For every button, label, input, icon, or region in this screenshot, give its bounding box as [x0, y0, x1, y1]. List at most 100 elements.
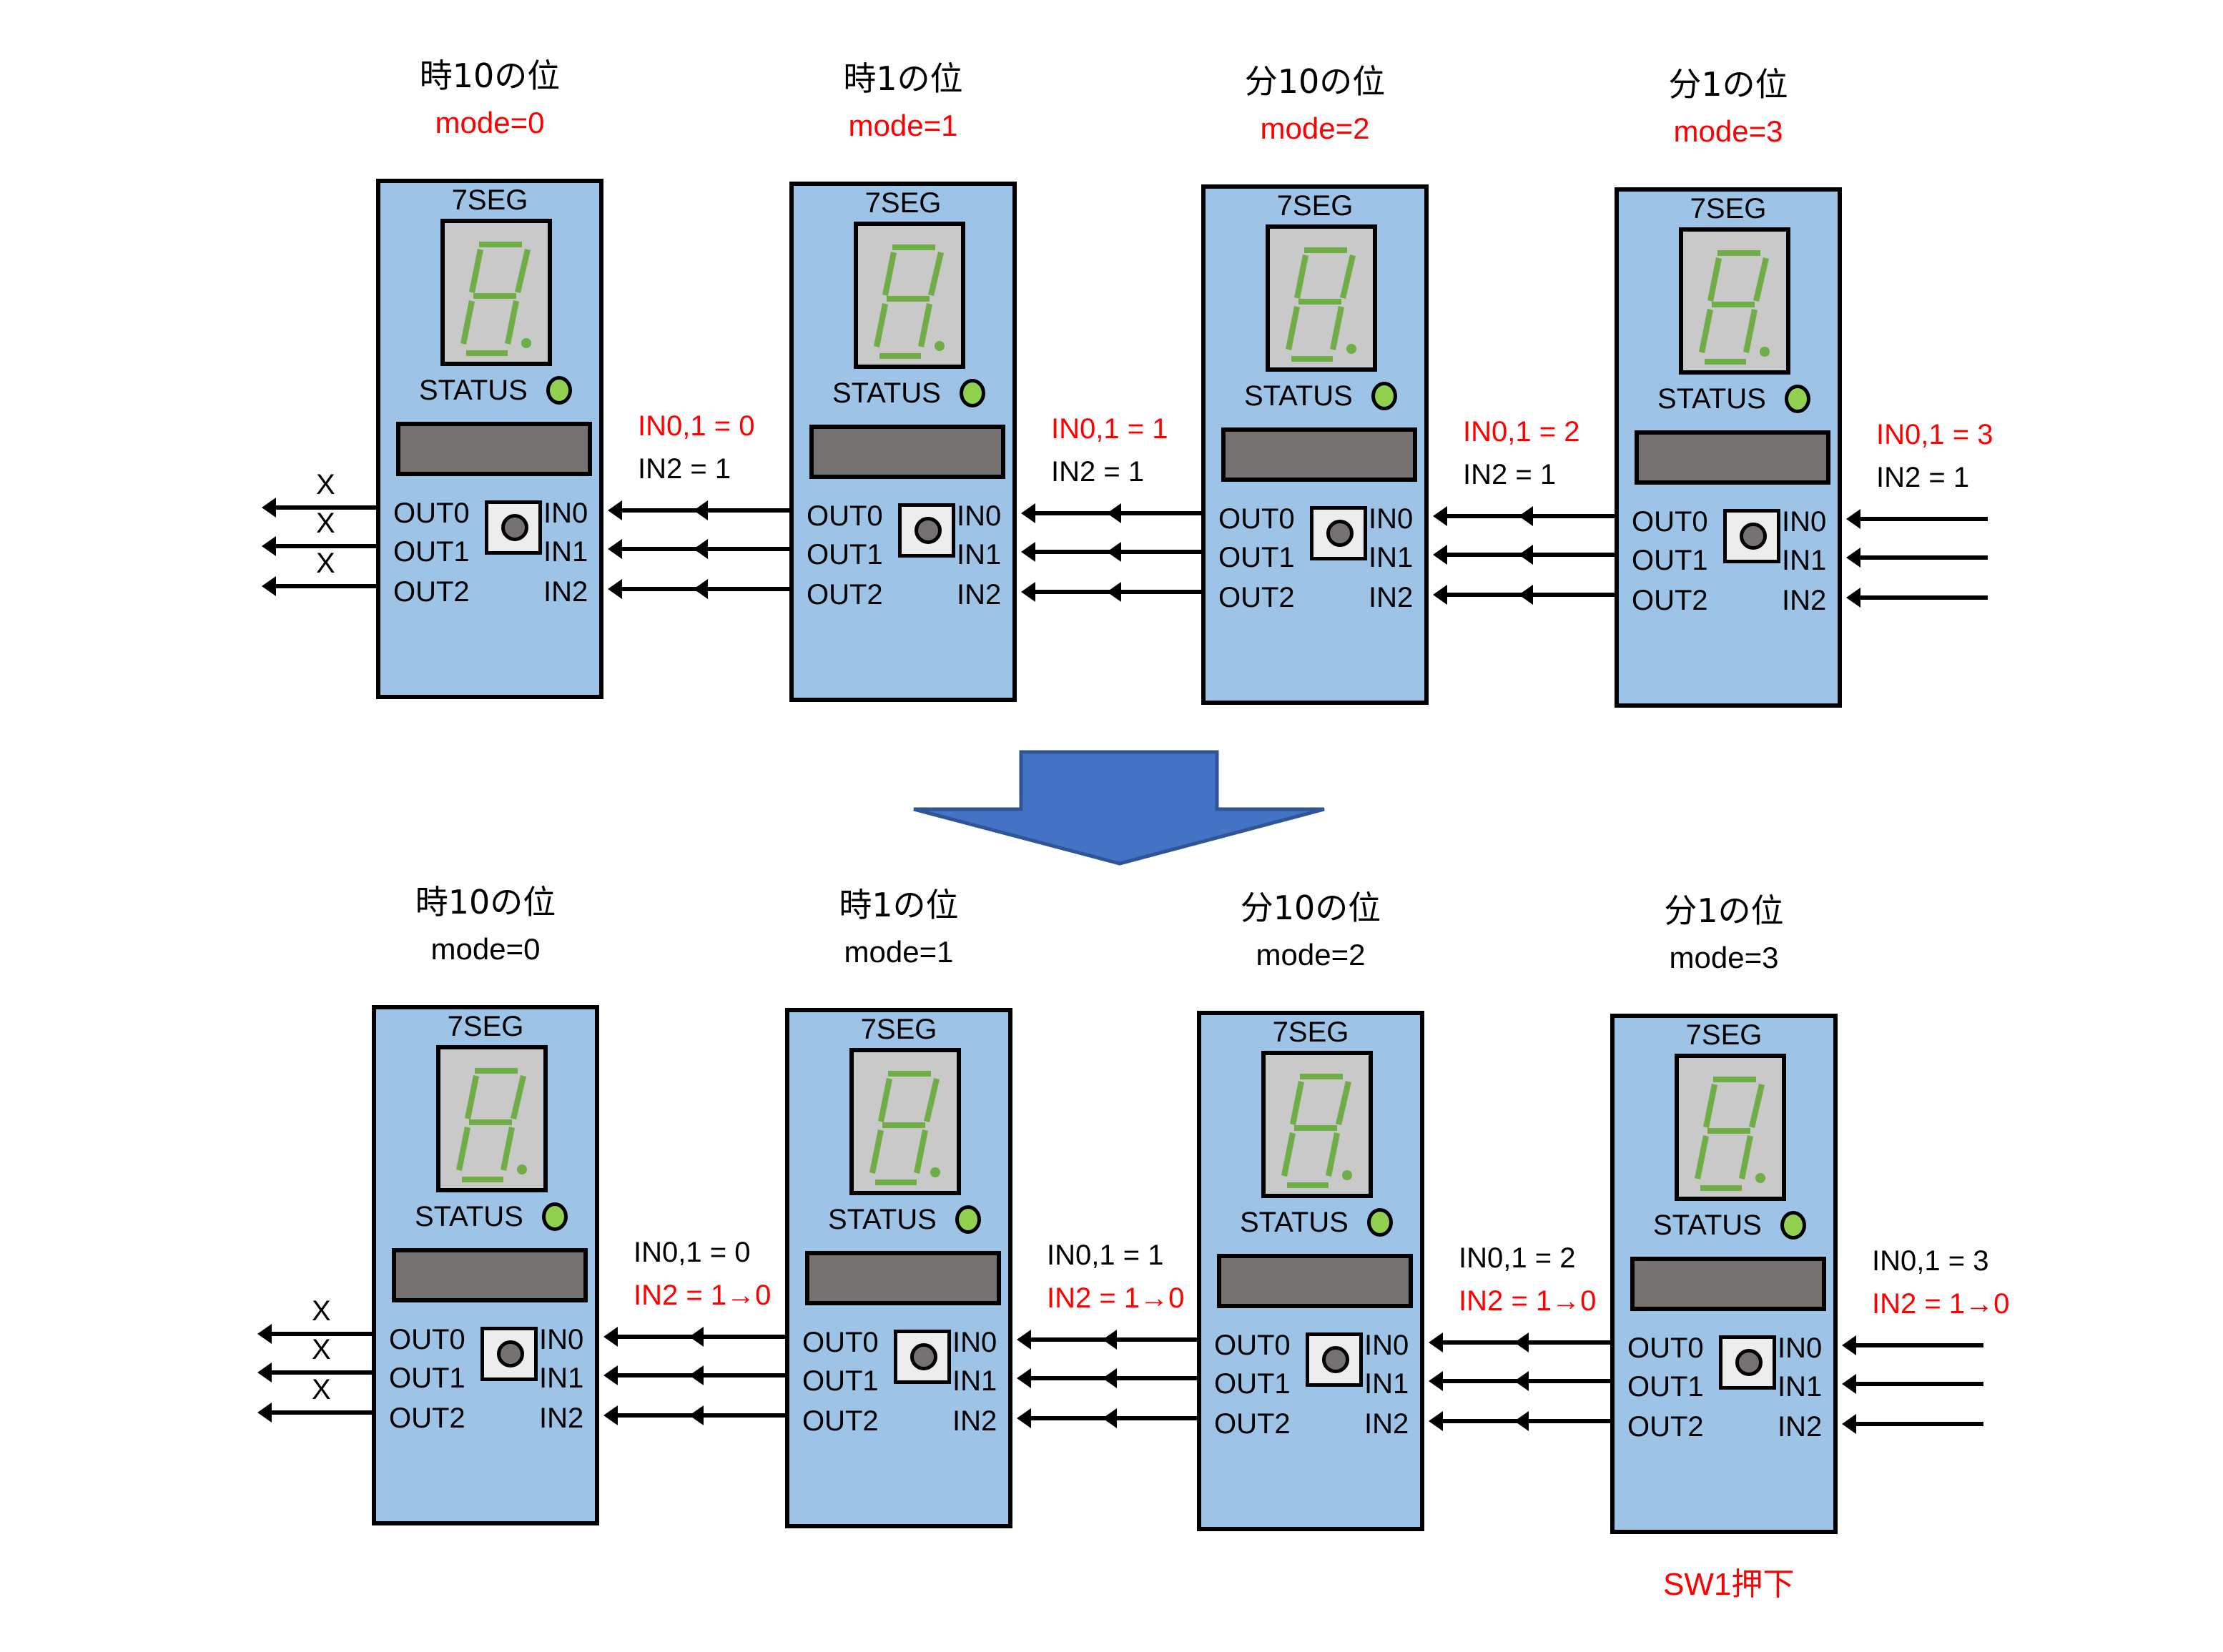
pin-label-in0: IN0	[1778, 1332, 1823, 1364]
arrowhead-icon	[1519, 506, 1533, 526]
seg-c	[505, 300, 519, 345]
seven-segment-digit	[456, 1068, 527, 1182]
seg-a	[1300, 1074, 1343, 1079]
signal-in01-label: IN0,1 = 3	[1872, 1245, 1989, 1277]
mode-label: mode=0	[430, 932, 541, 966]
push-switch-button[interactable]	[1310, 506, 1367, 560]
push-switch-button[interactable]	[1723, 509, 1780, 563]
pin-label-in1: IN1	[539, 1362, 584, 1394]
seg-a	[888, 1071, 931, 1077]
arrowhead-icon	[1842, 1374, 1856, 1394]
pin-label-out0: OUT0	[802, 1327, 879, 1358]
transition-arrow-icon	[913, 750, 1325, 866]
arrowhead-icon	[1433, 585, 1447, 605]
unconnected-mark: X	[312, 1374, 331, 1405]
arrowhead-icon	[1846, 548, 1860, 568]
module-title: 時10の位	[419, 56, 561, 95]
switch-knob-icon	[1740, 523, 1767, 550]
mode-label: mode=0	[435, 106, 545, 139]
seg-b	[515, 249, 531, 293]
arrowhead-icon	[1107, 503, 1121, 523]
pin-label-in0: IN0	[957, 500, 1002, 532]
seg-d	[879, 353, 921, 359]
push-switch-button[interactable]	[1719, 1335, 1776, 1390]
seg-g	[1707, 1128, 1750, 1134]
push-switch-button[interactable]	[485, 500, 542, 555]
push-switch-button[interactable]	[894, 1330, 951, 1384]
seg-d	[462, 1177, 503, 1182]
pin-label-out1: OUT1	[807, 539, 883, 570]
arrowhead-icon	[689, 1405, 704, 1425]
arrowhead-icon	[1514, 1411, 1529, 1431]
signal-in01-label: IN0,1 = 2	[1459, 1242, 1576, 1274]
seven-segment-digit	[1699, 250, 1770, 365]
seg-f	[882, 252, 897, 296]
seg-dp	[935, 341, 945, 351]
seven-segment-display	[854, 222, 965, 369]
module-title: 分1の位	[1664, 891, 1784, 930]
seg-g	[882, 1122, 925, 1128]
pin-label-out1: OUT1	[1627, 1371, 1704, 1403]
pin-label-in1: IN1	[1782, 545, 1827, 576]
arrowhead-icon	[1017, 1408, 1031, 1428]
seg-c	[1330, 306, 1344, 350]
pin-label-in1: IN1	[952, 1365, 997, 1397]
unconnected-mark: X	[312, 1295, 331, 1327]
pin-label-in2: IN2	[539, 1403, 584, 1434]
pin-label-out1: OUT1	[389, 1362, 465, 1394]
lcd-display	[1221, 427, 1417, 482]
push-switch-button[interactable]	[480, 1327, 538, 1381]
seg-d	[466, 350, 508, 356]
signal-in2-label: IN2 = 1	[638, 453, 731, 485]
signal-in01-label: IN0,1 = 0	[638, 410, 755, 442]
status-led-icon	[1371, 382, 1397, 410]
arrowhead-icon	[694, 500, 708, 520]
seven-segment-display	[436, 1045, 548, 1192]
unconnected-mark: X	[312, 1334, 331, 1365]
module-title: 時1の位	[843, 59, 963, 98]
pin-label-out0: OUT0	[389, 1324, 465, 1355]
pin-label-out1: OUT1	[393, 536, 470, 568]
seg-g	[469, 1119, 512, 1125]
pin-label-in2: IN2	[957, 579, 1002, 610]
switch-knob-icon	[915, 517, 942, 544]
seven-segment-digit	[874, 244, 945, 359]
pin-label-in0: IN0	[1364, 1330, 1409, 1361]
status-led-icon	[955, 1205, 981, 1234]
signal-in01-label: IN0,1 = 2	[1463, 416, 1580, 447]
push-switch-button[interactable]	[1306, 1332, 1363, 1387]
switch-knob-icon	[1326, 520, 1354, 547]
pin-label-out1: OUT1	[802, 1365, 879, 1397]
module-title: 分10の位	[1244, 62, 1386, 101]
seg-f	[465, 1075, 479, 1119]
seg-b	[924, 1078, 940, 1122]
seg-e	[1286, 306, 1300, 350]
arrowhead-icon	[262, 498, 276, 518]
status-led-icon	[1785, 385, 1810, 413]
pin-label-in1: IN1	[1364, 1368, 1409, 1400]
seg-d	[1291, 356, 1333, 362]
seg-b	[1340, 254, 1356, 299]
seg-g	[1298, 299, 1341, 305]
seg-a	[479, 242, 522, 247]
push-switch-button[interactable]	[898, 503, 955, 558]
arrowhead-icon	[257, 1362, 272, 1383]
seg-f	[1294, 254, 1308, 299]
pin-label-in2: IN2	[1778, 1411, 1823, 1443]
seg-c	[1326, 1132, 1340, 1177]
pin-label-in0: IN0	[539, 1324, 584, 1355]
pin-label-out0: OUT0	[807, 500, 883, 532]
lcd-display	[1630, 1257, 1826, 1311]
seg-b	[1753, 257, 1769, 302]
unconnected-mark: X	[316, 508, 335, 539]
status-led-icon	[1780, 1211, 1806, 1240]
pin-label-in2: IN2	[1364, 1408, 1409, 1440]
status-label: STATUS	[1244, 380, 1353, 412]
seg-title: 7SEG	[1276, 190, 1354, 222]
